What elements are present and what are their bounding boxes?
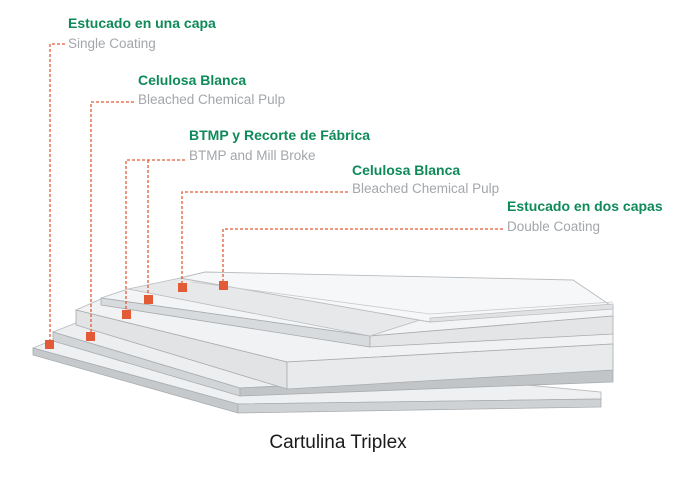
marker-single-coating [45,340,54,349]
leader-line-double-coating [222,228,503,285]
board-stack [31,271,615,414]
label-single-coating-es: Estucado en una capa [68,15,216,31]
leader-line-btmp-left [125,159,185,314]
label-double-coating-en: Double Coating [507,219,600,234]
marker-bleached-pulp-lower [86,332,95,341]
marker-bleached-pulp-upper [178,283,187,292]
label-btmp-en: BTMP and Mill Broke [189,148,316,163]
layer-labels: Estucado en una capa Single Coating Celu… [68,15,663,234]
leader-line-bleached-pulp-lower [90,101,134,335]
label-bleached-pulp-lower-en: Bleached Chemical Pulp [138,92,285,107]
board-layer-double-coating [127,271,615,337]
label-double-coating-es: Estucado en dos capas [507,198,663,214]
leader-line-bleached-pulp-upper [181,191,348,287]
marker-btmp-left [122,310,131,319]
label-bleached-pulp-lower-es: Celulosa Blanca [138,72,246,88]
label-bleached-pulp-upper-en: Bleached Chemical Pulp [352,181,499,196]
leader-line-single-coating [49,43,65,342]
label-btmp-es: BTMP y Recorte de Fábrica [189,127,370,143]
diagram-caption: Cartulina Triplex [269,432,407,453]
label-bleached-pulp-upper-es: Celulosa Blanca [352,162,460,178]
marker-btmp-right [144,295,153,304]
marker-double-coating [219,281,228,290]
leader-lines [49,43,503,342]
layer-markers [45,281,228,349]
label-single-coating-en: Single Coating [68,36,156,51]
